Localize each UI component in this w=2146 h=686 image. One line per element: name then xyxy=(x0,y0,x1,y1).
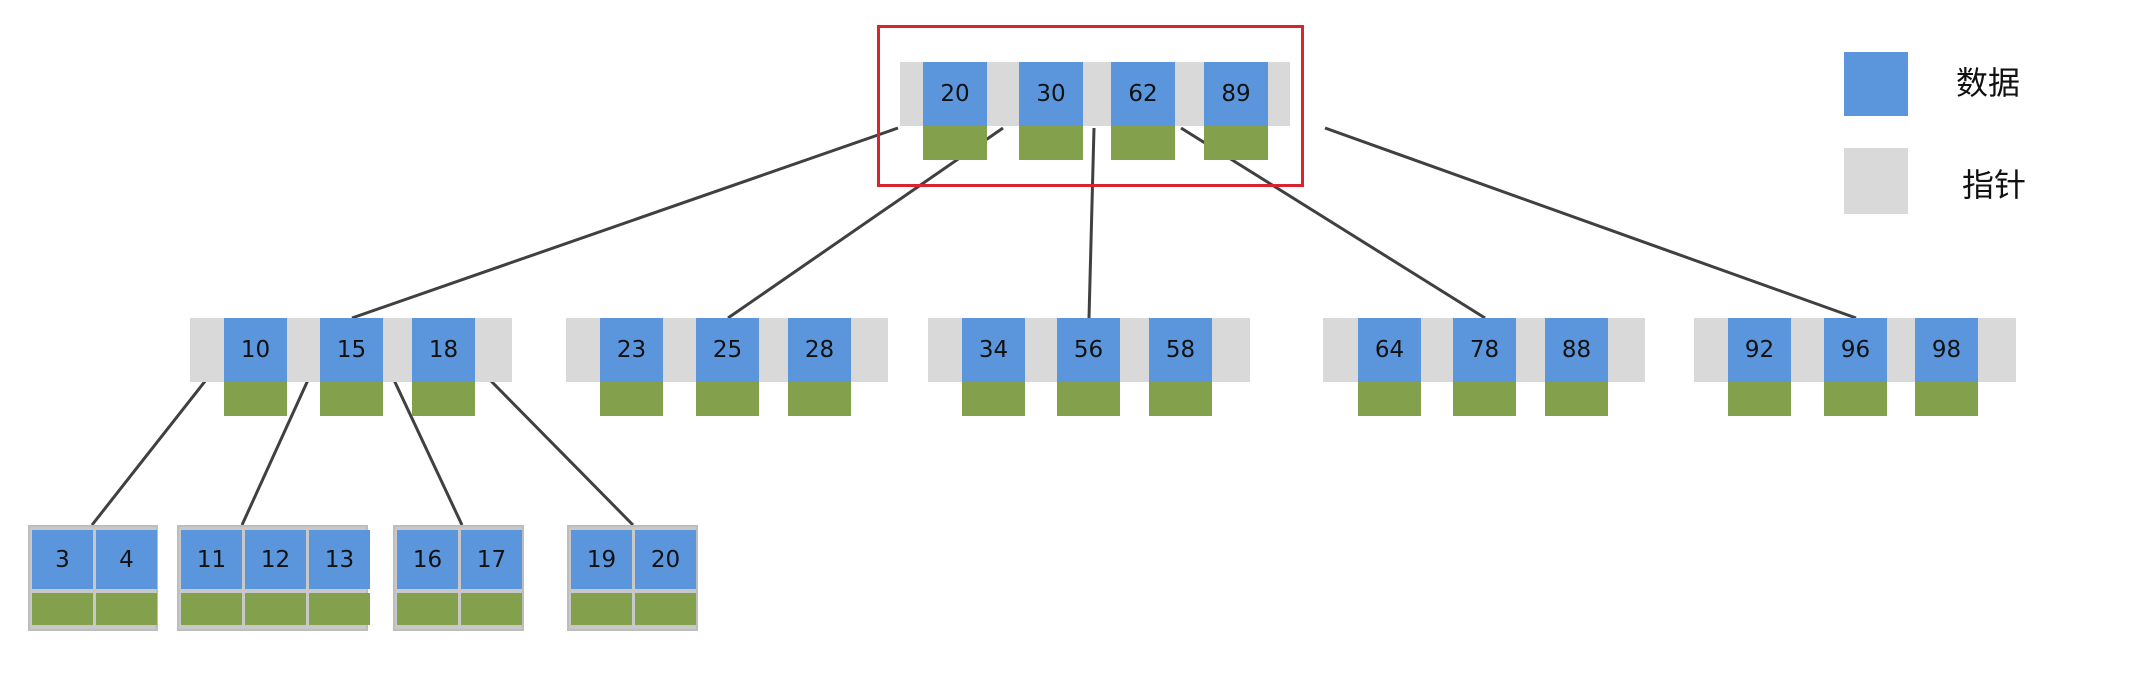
level1-node-4-key: 78 xyxy=(1453,318,1516,382)
level1-node-5-payload xyxy=(1915,382,1978,416)
level1-node-4-payload xyxy=(1358,382,1421,416)
leaf-node-payload xyxy=(571,593,632,625)
leaf-node-key: 12 xyxy=(245,530,306,589)
leaf-node-key: 17 xyxy=(461,530,522,589)
root-node-key: 20 xyxy=(923,62,987,126)
tree-edge xyxy=(392,379,464,526)
root-node-key: 89 xyxy=(1204,62,1268,126)
leaf-node-key: 13 xyxy=(309,530,370,589)
level1-node-3-key: 34 xyxy=(962,318,1025,382)
level1-node-3-key: 58 xyxy=(1149,318,1212,382)
level1-node-4-key: 88 xyxy=(1545,318,1608,382)
level1-node-5-key: 98 xyxy=(1915,318,1978,382)
tree-edge xyxy=(351,126,899,320)
legend-data-label: 数据 xyxy=(1956,64,2021,102)
level1-node-5-payload xyxy=(1824,382,1887,416)
root-node-payload xyxy=(1111,126,1175,160)
level1-node-3-payload xyxy=(962,382,1025,416)
leaf-node-payload xyxy=(461,593,522,625)
legend-pointer-swatch xyxy=(1844,148,1908,214)
leaf-node-key: 4 xyxy=(96,530,157,589)
root-node-highlight xyxy=(877,25,1304,187)
leaf-node-key: 16 xyxy=(397,530,458,589)
root-node-payload xyxy=(1019,126,1083,160)
level1-node-2-key: 23 xyxy=(600,318,663,382)
leaf-node-key: 20 xyxy=(635,530,696,589)
level1-node-1-payload xyxy=(224,382,287,416)
legend-data-swatch xyxy=(1844,52,1908,116)
leaf-node-payload xyxy=(397,593,458,625)
level1-node-2-payload xyxy=(696,382,759,416)
leaf-node-key: 19 xyxy=(571,530,632,589)
level1-node-2-payload xyxy=(788,382,851,416)
level1-node-5-key: 96 xyxy=(1824,318,1887,382)
level1-node-3-payload xyxy=(1057,382,1120,416)
root-node-payload xyxy=(923,126,987,160)
level1-node-2-key: 25 xyxy=(696,318,759,382)
level1-node-1-key: 18 xyxy=(412,318,475,382)
level1-node-2-payload xyxy=(600,382,663,416)
tree-edge xyxy=(240,379,310,526)
level1-node-4-payload xyxy=(1453,382,1516,416)
level1-node-2-key: 28 xyxy=(788,318,851,382)
level1-node-1-payload xyxy=(320,382,383,416)
leaf-node-payload xyxy=(181,593,242,625)
level1-node-4-payload xyxy=(1545,382,1608,416)
leaf-node-payload xyxy=(245,593,306,625)
tree-edge xyxy=(1324,126,1857,320)
level1-node-1-payload xyxy=(412,382,475,416)
level1-node-1-key: 10 xyxy=(224,318,287,382)
tree-edge xyxy=(1087,127,1096,319)
leaf-node-payload xyxy=(32,593,93,625)
level1-node-5-key: 92 xyxy=(1728,318,1791,382)
level1-node-5-payload xyxy=(1728,382,1791,416)
tree-edge xyxy=(488,378,635,527)
leaf-node-payload xyxy=(635,593,696,625)
level1-node-3-payload xyxy=(1149,382,1212,416)
root-node-key: 30 xyxy=(1019,62,1083,126)
leaf-node-payload xyxy=(309,593,370,625)
leaf-node-key: 11 xyxy=(181,530,242,589)
level1-node-4-key: 64 xyxy=(1358,318,1421,382)
level1-node-1-key: 15 xyxy=(320,318,383,382)
legend-pointer-label: 指针 xyxy=(1962,166,2027,204)
leaf-node-key: 3 xyxy=(32,530,93,589)
root-node-payload xyxy=(1204,126,1268,160)
leaf-node-payload xyxy=(96,593,157,625)
level1-node-3-key: 56 xyxy=(1057,318,1120,382)
root-node-key: 62 xyxy=(1111,62,1175,126)
tree-edge xyxy=(90,379,208,526)
